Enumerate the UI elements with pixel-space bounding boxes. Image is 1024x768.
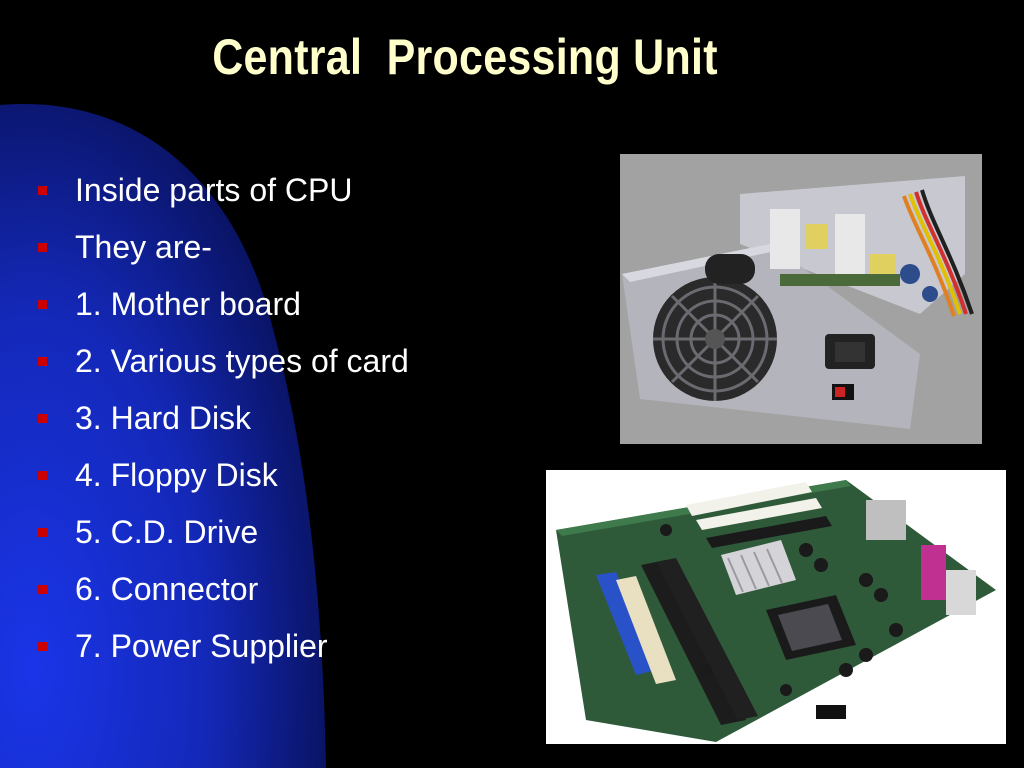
bullet-item: 1. Mother board [38, 276, 409, 333]
motherboard-photo [546, 470, 1006, 744]
bullet-text: 5. C.D. Drive [75, 514, 259, 550]
bullet-text: Inside parts of CPU [75, 172, 353, 208]
power-supply-photo [620, 154, 982, 444]
bullet-list: Inside parts of CPU They are- 1. Mother … [38, 162, 409, 675]
bullet-text: They are- [75, 229, 212, 265]
bullet-item: 2. Various types of card [38, 333, 409, 390]
slide-title: Central Processing Unit [212, 29, 718, 85]
bullet-text: 7. Power Supplier [75, 628, 328, 664]
square-bullet-icon [38, 300, 47, 309]
bullet-item: 4. Floppy Disk [38, 447, 409, 504]
bullet-text: 1. Mother board [75, 286, 301, 322]
bullet-item: 3. Hard Disk [38, 390, 409, 447]
square-bullet-icon [38, 357, 47, 366]
bullet-text: 6. Connector [75, 571, 259, 607]
square-bullet-icon [38, 528, 47, 537]
bullet-text: 2. Various types of card [75, 343, 409, 379]
bullet-item: Inside parts of CPU [38, 162, 409, 219]
bullet-text: 4. Floppy Disk [75, 457, 278, 493]
bullet-item: 7. Power Supplier [38, 618, 409, 675]
bullet-item: 5. C.D. Drive [38, 504, 409, 561]
square-bullet-icon [38, 243, 47, 252]
bullet-item: 6. Connector [38, 561, 409, 618]
square-bullet-icon [38, 414, 47, 423]
bullet-text: 3. Hard Disk [75, 400, 252, 436]
square-bullet-icon [38, 642, 47, 651]
bullet-item: They are- [38, 219, 409, 276]
square-bullet-icon [38, 585, 47, 594]
square-bullet-icon [38, 186, 47, 195]
square-bullet-icon [38, 471, 47, 480]
